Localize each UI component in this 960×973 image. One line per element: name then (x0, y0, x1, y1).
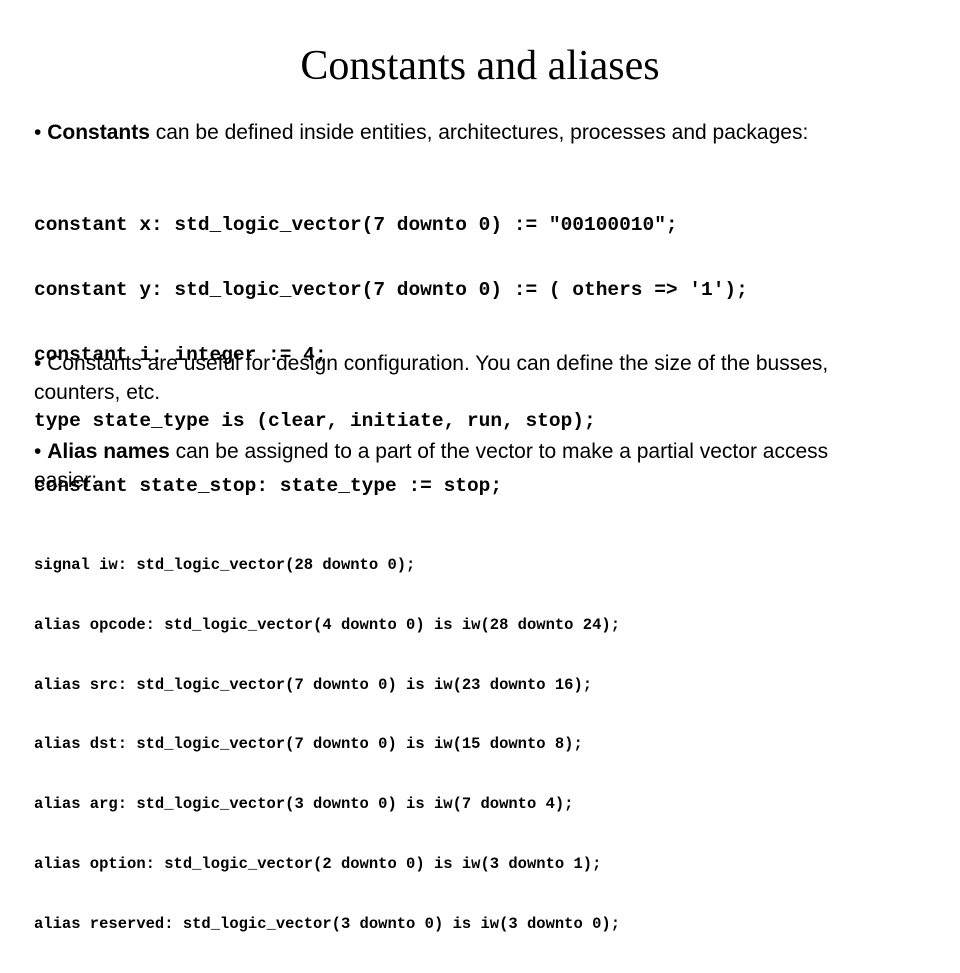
bullet: • (34, 440, 42, 463)
code-line: alias src: std_logic_vector(7 downto 0) … (34, 675, 593, 694)
aliases-text: can be assigned to a part of the vector … (34, 440, 829, 492)
configuration-text: Constants are useful for design configur… (34, 352, 829, 404)
code-line: alias arg: std_logic_vector(3 downto 0) … (34, 795, 574, 814)
code-line: constant i: integer := 4; (34, 344, 327, 367)
slide-title: Constants and aliases (300, 43, 660, 89)
code-line: constant state_stop: state_type := stop; (34, 474, 503, 497)
constants-lead: Constants (47, 121, 150, 144)
code-line: signal iw: std_logic_vector(28 downto 0)… (34, 556, 416, 574)
paragraph-configuration: • Constants are useful for design config… (34, 349, 884, 407)
bullet: • (34, 352, 42, 375)
code-line: constant x: std_logic_vector(7 downto 0)… (34, 214, 678, 236)
code-line: alias option: std_logic_vector(2 downto … (34, 854, 602, 873)
slide: Constants and aliases • Constants can be… (34, 43, 934, 933)
aliases-lead: Alias names (47, 440, 170, 463)
bullet: • (34, 121, 42, 144)
constants-code-block: constant x: std_logic_vector(7 downto 0)… (34, 175, 748, 537)
code-line: alias reserved: std_logic_vector(3 downt… (34, 914, 620, 933)
code-line: constant y: std_logic_vector(7 downto 0)… (34, 279, 748, 302)
constants-text: can be defined inside entities, architec… (149, 121, 809, 144)
paragraph-constants: • Constants can be defined inside entiti… (34, 118, 934, 147)
code-line: alias dst: std_logic_vector(7 downto 0) … (34, 735, 583, 754)
aliases-code-block: signal iw: std_logic_vector(28 downto 0)… (34, 518, 620, 973)
code-line: alias opcode: std_logic_vector(4 downto … (34, 615, 620, 634)
paragraph-aliases: • Alias names can be assigned to a part … (34, 437, 884, 495)
code-line: type state_type is (clear, initiate, run… (34, 409, 596, 432)
